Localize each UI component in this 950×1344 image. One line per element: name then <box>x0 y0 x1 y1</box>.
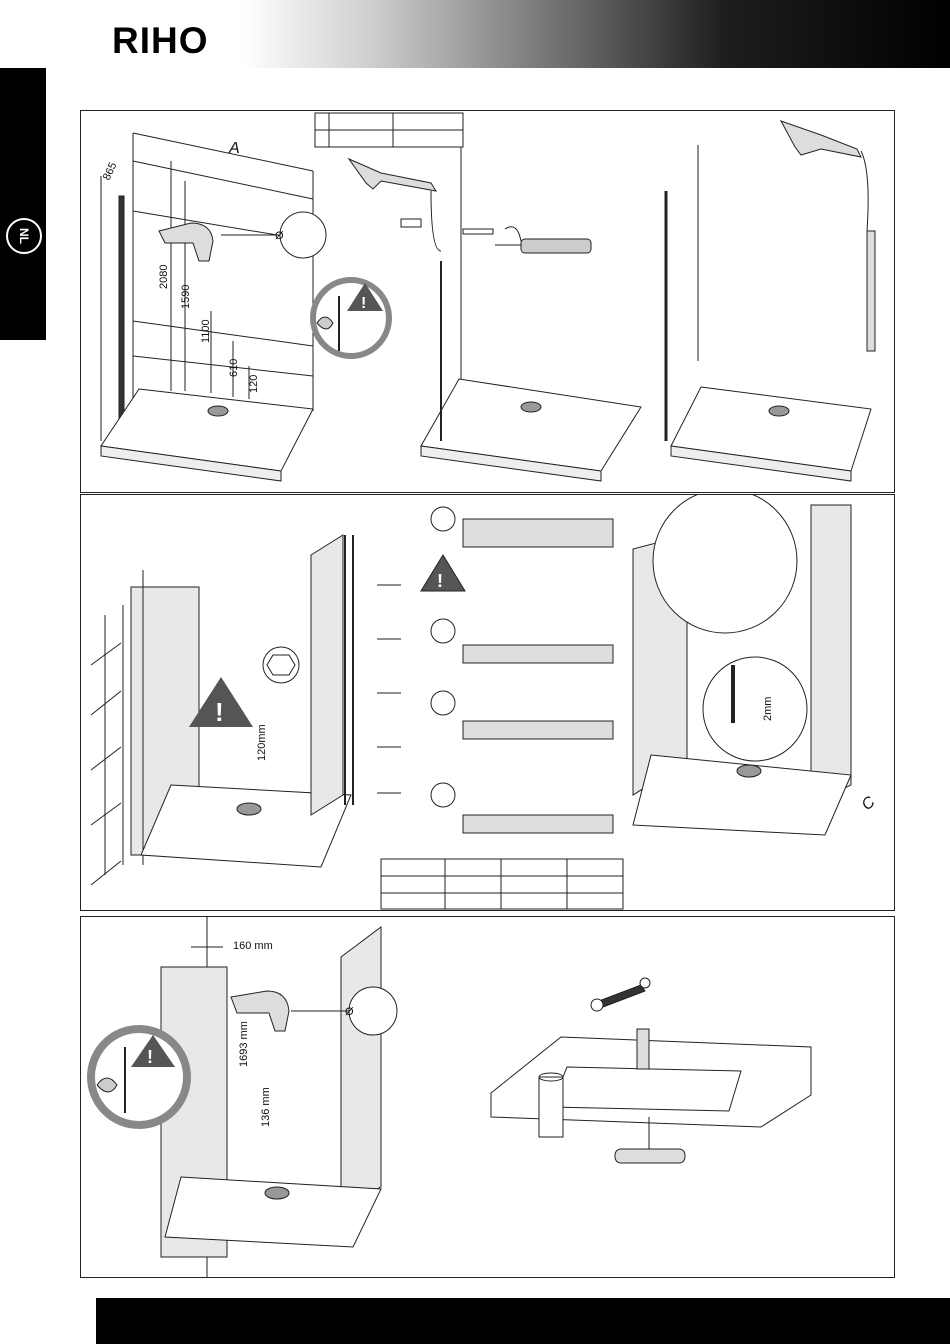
panel2-illustration: ! 120mm ! 2mm C <box>81 495 894 910</box>
no-drilling-tiles-warning-icon: ! <box>313 280 389 356</box>
dimension-610: 610 <box>228 359 240 377</box>
shower-tray-drain-assembly <box>491 1029 811 1163</box>
dimension-160mm: 160 mm <box>233 940 273 952</box>
shower-enclosure-middle <box>421 147 641 481</box>
svg-text:!: ! <box>437 571 443 591</box>
silicone-gun-icon-right <box>781 121 861 157</box>
measurement-table <box>381 859 623 909</box>
profile-detail-steps: ! <box>421 507 613 833</box>
svg-text:!: ! <box>361 295 366 312</box>
assembled-enclosure <box>633 495 851 835</box>
dimension-table <box>315 113 463 147</box>
step-panel-measure-drill: A 865 2080 1590 1100 610 120 Ø ! <box>80 110 895 493</box>
footer-bar <box>96 1298 950 1344</box>
hex-nut-icon <box>263 647 299 683</box>
gap-120mm-label: 120mm <box>256 724 268 761</box>
step-panel-drill-drain: 160 mm 1693 mm 136 mm Ø ! <box>80 916 895 1278</box>
svg-text:!: ! <box>147 1047 153 1067</box>
language-badge: NL <box>6 218 42 254</box>
dimension-865: 865 <box>101 161 120 183</box>
dimension-120: 120 <box>248 375 260 393</box>
step-panel-profile-mounting: ! 120mm ! 2mm C <box>80 494 895 911</box>
language-side-tab: NL <box>0 68 46 340</box>
panel1-illustration: A 865 2080 1590 1100 610 120 Ø ! <box>81 111 894 492</box>
brand-logo: RIHO <box>112 20 209 62</box>
drill-bit-magnifier-icon: Ø <box>221 212 326 258</box>
shower-enclosure-right <box>666 145 875 481</box>
shower-enclosure-left <box>101 133 313 481</box>
dimension-1590: 1590 <box>180 285 192 309</box>
header-gradient-bar <box>242 0 950 68</box>
screwdriver-icon <box>495 239 591 253</box>
silicone-gun-icon <box>349 159 436 191</box>
dimension-136mm: 136 mm <box>260 1087 272 1127</box>
svg-text:Ø: Ø <box>345 1006 354 1018</box>
drill-icon <box>159 223 213 261</box>
dimension-a-label: A <box>228 140 240 157</box>
gap-2mm-label: 2mm <box>762 697 774 721</box>
no-drilling-tiles-warning-icon-panel3: ! <box>91 1029 187 1125</box>
dimension-2080: 2080 <box>158 265 170 289</box>
svg-text:Ø: Ø <box>275 230 284 242</box>
wrench-icon <box>591 978 650 1011</box>
svg-text:!: ! <box>215 697 224 727</box>
panel3-illustration: 160 mm 1693 mm 136 mm Ø ! <box>81 917 894 1277</box>
dimension-c-label: C <box>859 793 879 814</box>
dimension-1100: 1100 <box>200 319 212 343</box>
dimension-1693mm: 1693 mm <box>238 1021 250 1067</box>
